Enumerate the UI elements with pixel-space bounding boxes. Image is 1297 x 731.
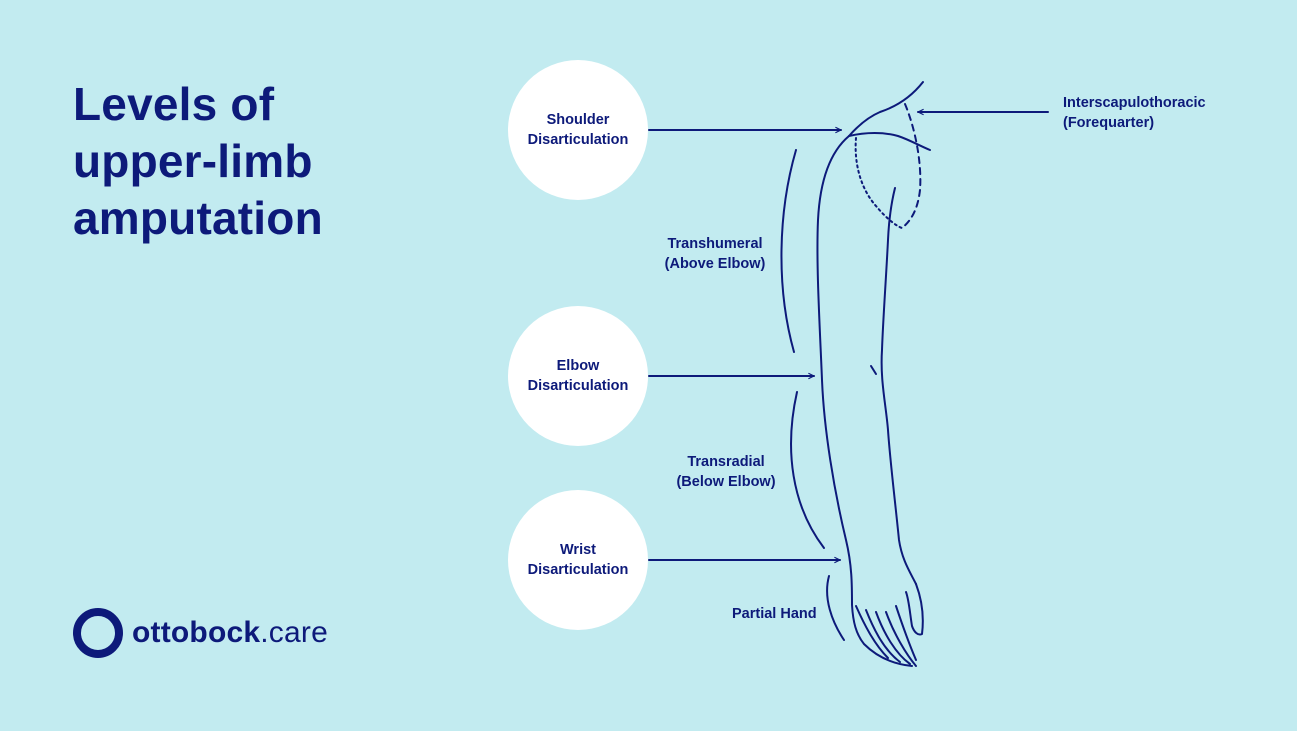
elbow-crease [870,365,877,375]
hand-finger-1 [855,605,889,659]
partial-hand-line-1: Partial Hand [732,606,817,622]
shoulder-cap-line [848,132,931,151]
logo-ring-icon [73,608,123,658]
title-line-1: Levels of [73,78,275,130]
interscapulothoracic-label: Interscapulothoracic (Forequarter) [1063,93,1206,133]
elbow-label-line-1: Elbow [556,358,600,374]
elbow-disarticulation-circle: Elbow Disarticulation [508,306,648,446]
shoulder-label-line-2: Disarticulation [527,132,629,148]
transradial-label: Transradial (Below Elbow) [666,452,786,492]
forequarter-boundary [901,103,922,229]
shoulder-disarticulation-circle: Shoulder Disarticulation [508,60,648,200]
shoulder-joint-boundary [854,137,903,229]
transhumeral-bracket [780,149,797,353]
logo-wordmark: ottobock.care [132,616,328,650]
hand-finger-2 [865,609,901,663]
hand-outline [905,583,924,636]
interscapulothoracic-line-2: (Forequarter) [1063,115,1155,131]
hand-finger-3 [875,611,911,665]
hand-finger-4 [885,611,917,667]
transhumeral-line-2: (Above Elbow) [664,256,766,272]
arm-outline-back [816,81,924,667]
ottobock-care-logo: ottobock.care [73,608,328,658]
shoulder-label-line-1: Shoulder [546,112,610,128]
wrist-label-line-1: Wrist [560,542,596,558]
transradial-line-1: Transradial [687,454,765,470]
transhumeral-line-1: Transhumeral [667,236,763,252]
transradial-bracket [790,391,825,549]
logo-tld: .care [260,616,328,649]
partial-hand-label: Partial Hand [732,604,817,624]
title-line-2: upper-limb [73,135,313,187]
transhumeral-label: Transhumeral (Above Elbow) [655,234,775,274]
wrist-label-line-2: Disarticulation [527,562,629,578]
diagram-title: Levels of upper-limb amputation [73,76,323,247]
hand-finger-5 [895,605,917,661]
elbow-label-line-2: Disarticulation [527,378,629,394]
transradial-line-2: (Below Elbow) [676,474,776,490]
title-line-3: amputation [73,192,323,244]
logo-brand: ottobock [132,616,261,649]
partial-hand-bracket [826,575,845,641]
wrist-disarticulation-circle: Wrist Disarticulation [508,490,648,630]
interscapulothoracic-line-1: Interscapulothoracic [1063,95,1206,111]
arm-outline-front [880,187,917,585]
